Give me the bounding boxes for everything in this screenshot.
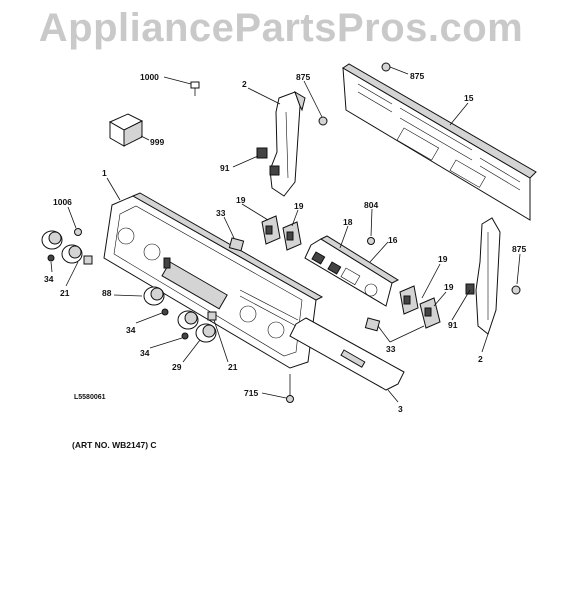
label-part-875-top: 875 — [296, 72, 310, 82]
label-part-19-right-lower: 19 — [444, 282, 454, 292]
leader-lines — [50, 66, 521, 403]
label-part-19-upper-right: 19 — [294, 201, 304, 211]
part-2-left-bracket — [256, 90, 306, 197]
label-part-34-mid: 34 — [126, 325, 136, 335]
label-part-999: 999 — [150, 137, 164, 147]
label-part-91-upper: 91 — [220, 163, 230, 173]
part-34-spring-left — [47, 254, 55, 262]
part-804-screw — [367, 237, 375, 245]
art-number: (ART NO. WB2147) C — [72, 440, 157, 450]
part-33-clip-lower — [364, 317, 381, 332]
label-part-16: 16 — [388, 235, 398, 245]
label-part-1006: 1006 — [53, 197, 72, 207]
part-1-control-panel — [103, 192, 324, 369]
label-part-19-upper-left: 19 — [236, 195, 246, 205]
part-1006-screw — [74, 228, 82, 236]
part-19-switch-upper — [261, 215, 302, 251]
part-2-right-bracket — [465, 217, 501, 335]
label-part-2-upper: 2 — [242, 79, 247, 89]
part-33-clip-upper — [228, 237, 245, 252]
label-part-875-right-top: 875 — [410, 71, 424, 81]
part-34-spring-low — [181, 332, 189, 340]
label-part-91-lower: 91 — [448, 320, 458, 330]
label-part-88: 88 — [102, 288, 112, 298]
part-15-rear-panel — [342, 63, 537, 221]
knob-left-bezel — [83, 255, 93, 265]
knob-lower-1 — [177, 310, 199, 330]
label-part-2-lower: 2 — [478, 354, 483, 364]
knob-88 — [143, 286, 165, 306]
label-part-3: 3 — [398, 404, 403, 414]
label-part-715: 715 — [244, 388, 258, 398]
diagram-code: L5580061 — [74, 394, 106, 401]
part-715-screw — [286, 374, 294, 403]
part-875-screw-top — [318, 62, 391, 126]
label-part-1: 1 — [102, 168, 107, 178]
label-part-875-right: 875 — [512, 244, 526, 254]
knob-left-outer — [41, 230, 63, 250]
label-part-29: 29 — [172, 362, 182, 372]
label-part-18: 18 — [343, 217, 353, 227]
label-part-15: 15 — [464, 93, 474, 103]
label-part-21-left: 21 — [60, 288, 70, 298]
label-part-19-right-upper: 19 — [438, 254, 448, 264]
part-999-block — [108, 113, 144, 147]
knob-bezel-21 — [207, 311, 217, 321]
watermark-logo: AppliancePartsPros.com — [38, 6, 524, 50]
label-part-1000: 1000 — [140, 72, 159, 82]
label-part-21-low: 21 — [228, 362, 238, 372]
part-875-screw-right — [511, 285, 521, 295]
part-34-spring-mid — [161, 308, 169, 316]
label-part-33-upper: 33 — [216, 208, 226, 218]
part-3-trim-strip — [289, 317, 405, 391]
part-1000-screw — [190, 81, 200, 96]
knob-left-inner — [61, 244, 83, 264]
label-part-33-lower: 33 — [386, 344, 396, 354]
label-part-34-left: 34 — [44, 274, 54, 284]
label-part-34-low: 34 — [140, 348, 150, 358]
label-part-804: 804 — [364, 200, 378, 210]
knob-29 — [195, 323, 217, 343]
part-19-switch-right — [399, 285, 441, 329]
